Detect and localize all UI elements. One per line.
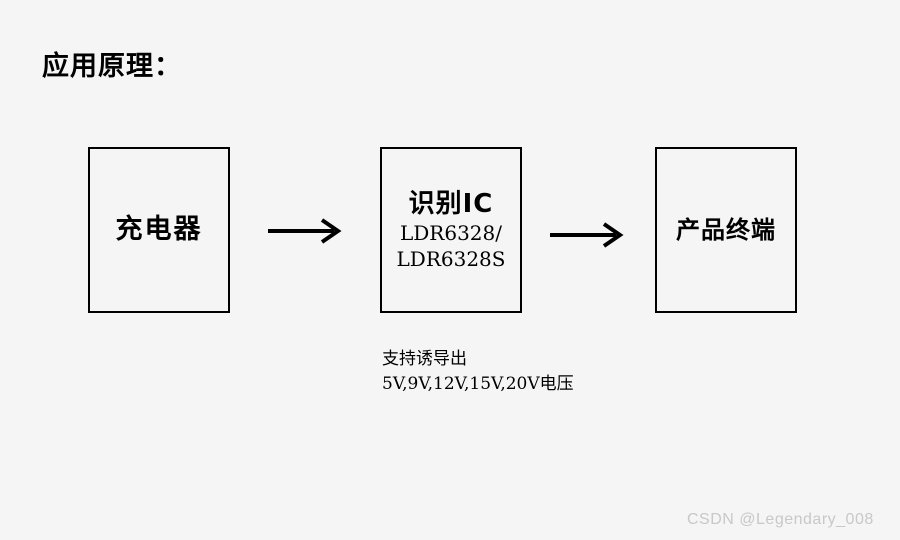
diagram-heading: 应用原理： bbox=[42, 51, 182, 82]
charger-box: 充电器 bbox=[88, 147, 230, 313]
arrow-charger-to-ic bbox=[268, 218, 342, 244]
ic-model-2: LDR6328S bbox=[396, 246, 506, 271]
voltage-note: 支持诱导出 5V,9V,12V,15V,20V电压 bbox=[382, 347, 574, 397]
terminal-label: 产品终端 bbox=[676, 215, 776, 244]
ic-label: 识别IC bbox=[408, 188, 494, 219]
note-line-1: 支持诱导出 bbox=[382, 349, 467, 369]
charger-label: 充电器 bbox=[115, 213, 203, 245]
watermark: CSDN @Legendary_008 bbox=[687, 511, 874, 528]
terminal-box: 产品终端 bbox=[655, 147, 797, 313]
ic-box: 识别IC LDR6328/ LDR6328S bbox=[380, 147, 522, 313]
arrow-ic-to-terminal bbox=[550, 222, 624, 248]
note-line-2: 5V,9V,12V,15V,20V电压 bbox=[382, 374, 574, 394]
ic-model-1: LDR6328/ bbox=[399, 220, 502, 245]
